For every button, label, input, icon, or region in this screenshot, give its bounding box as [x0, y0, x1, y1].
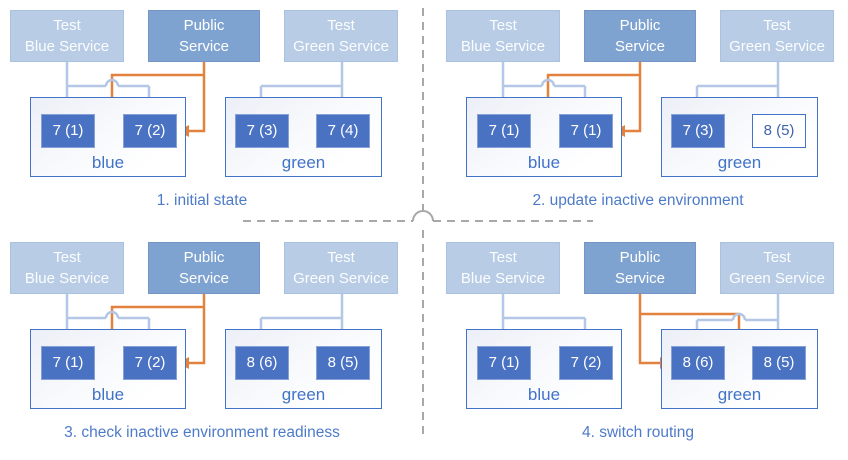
service-label-line: Service [178, 269, 230, 287]
pod-green-1: 8 (6) [235, 346, 289, 380]
service-label-line: Public [183, 17, 225, 34]
pod-blue-1: 7 (1) [477, 346, 531, 380]
pod-blue-2: 7 (2) [123, 346, 177, 380]
panel-caption: 1. initial state [156, 192, 248, 209]
service-label-line: Test [327, 17, 355, 34]
environment-name: blue [91, 153, 125, 172]
public-service-box: Public Service [148, 10, 260, 62]
pod-green-2: 8 (5) [316, 346, 370, 380]
pod-blue-1: 7 (1) [477, 114, 531, 148]
service-label-line: Blue Service [24, 269, 110, 287]
panel-4-switch-routing: Test Blue Service Public Service Test Gr… [436, 232, 848, 460]
panel-1-initial-state: Test Blue Service Public Service Test Gr… [0, 0, 424, 228]
public-service-box: Public Service [148, 242, 260, 294]
service-label-line: Blue Service [460, 269, 546, 287]
test-blue-service-box: Test Blue Service [446, 242, 560, 294]
service-label-line: Test [763, 249, 791, 266]
environment-name: green [281, 153, 326, 172]
test-green-service-box: Test Green Service [284, 242, 398, 294]
environment-name: green [717, 385, 762, 404]
pod-green-1: 7 (3) [671, 114, 725, 148]
environment-name: green [717, 153, 762, 172]
pod-green-2-inactive: 8 (5) [752, 114, 806, 148]
panel-caption: 3. check inactive environment readiness [64, 424, 340, 441]
pod-blue-2: 7 (2) [123, 114, 177, 148]
test-green-service-box: Test Green Service [284, 10, 398, 62]
pod-green-1: 7 (3) [235, 114, 289, 148]
service-label-line: Green Service [293, 37, 389, 55]
environment-green: 7 (3) 7 (4) green [225, 97, 382, 177]
test-blue-service-box: Test Blue Service [446, 10, 560, 62]
service-label-line: Test [327, 249, 355, 266]
service-label-line: Public [619, 17, 661, 34]
environment-green: 8 (6) 8 (5) green [225, 329, 382, 409]
pod-blue-2: 7 (2) [559, 346, 613, 380]
test-blue-service-box: Test Blue Service [10, 10, 124, 62]
test-green-service-box: Test Green Service [720, 10, 834, 62]
service-label-line: Service [178, 37, 230, 55]
environment-blue: 7 (1) 7 (2) blue [30, 329, 186, 409]
environment-blue: 7 (1) 7 (2) blue [466, 329, 622, 409]
service-label-line: Service [614, 37, 666, 55]
service-label-line: Test [489, 249, 517, 266]
pod-green-1: 8 (6) [671, 346, 725, 380]
environment-blue: 7 (1) 7 (1) blue [466, 97, 622, 177]
environment-name: blue [91, 385, 125, 404]
pod-blue-1: 7 (1) [41, 346, 95, 380]
panel-caption: 4. switch routing [582, 424, 694, 441]
environment-green: 8 (6) 8 (5) green [661, 329, 818, 409]
test-green-service-box: Test Green Service [720, 242, 834, 294]
test-blue-service-box: Test Blue Service [10, 242, 124, 294]
service-label-line: Test [489, 17, 517, 34]
service-label-line: Blue Service [460, 37, 546, 55]
panel-caption: 2. update inactive environment [532, 192, 744, 209]
environment-name: blue [527, 385, 561, 404]
pod-green-2: 8 (5) [752, 346, 806, 380]
environment-green: 7 (3) 8 (5) green [661, 97, 818, 177]
environment-name: blue [527, 153, 561, 172]
service-label-line: Public [619, 249, 661, 266]
pod-blue-1: 7 (1) [41, 114, 95, 148]
pod-green-2: 7 (4) [316, 114, 370, 148]
pod-blue-2: 7 (1) [559, 114, 613, 148]
service-label-line: Green Service [729, 269, 825, 287]
service-label-line: Service [614, 269, 666, 287]
service-label-line: Public [183, 249, 225, 266]
environment-blue: 7 (1) 7 (2) blue [30, 97, 186, 177]
panel-2-update-inactive-environment: Test Blue Service Public Service Test Gr… [436, 0, 848, 228]
service-label-line: Test [763, 17, 791, 34]
panel-3-check-inactive-environment-readiness: Test Blue Service Public Service Test Gr… [0, 232, 424, 460]
public-service-box: Public Service [584, 242, 696, 294]
service-label-line: Test [53, 249, 81, 266]
service-label-line: Test [53, 17, 81, 34]
service-label-line: Blue Service [24, 37, 110, 55]
environment-name: green [281, 385, 326, 404]
service-label-line: Green Service [293, 269, 389, 287]
service-label-line: Green Service [729, 37, 825, 55]
public-service-box: Public Service [584, 10, 696, 62]
